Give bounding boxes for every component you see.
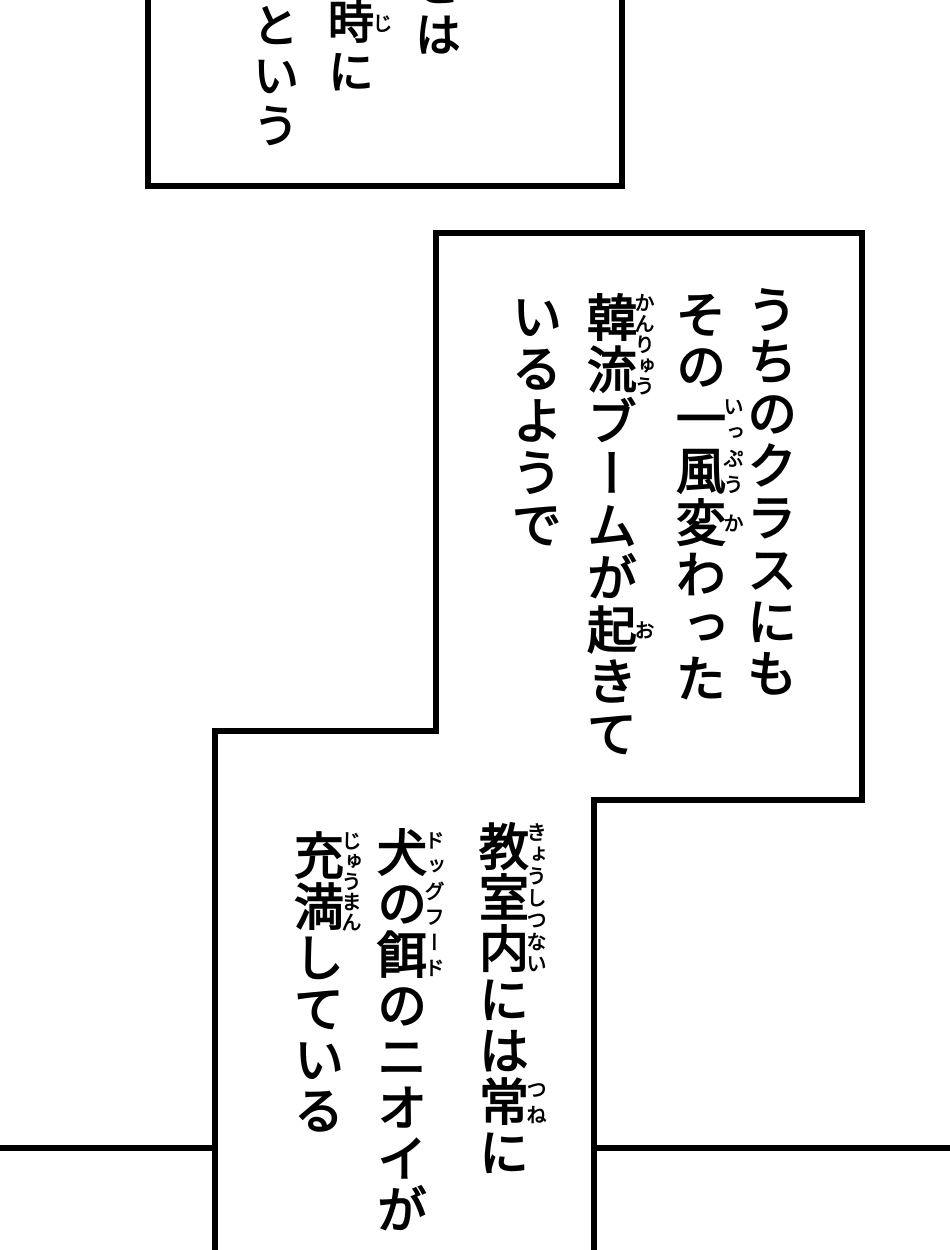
middle-panel-border [212,230,865,1250]
text-column: とは [408,0,462,61]
text-column: うちのクラスにも [739,284,797,700]
text-column: 韓流かんりゅうブームが起おきて [579,292,655,760]
text-column: 教室内きょうしつないには常つねに [471,821,547,1178]
text-column: 時じに [321,0,393,98]
text-column: 充満じゅうまんしている [286,830,362,1136]
text-column: その一風いっぷう変かわった [668,289,744,705]
top-panel-border [145,0,625,189]
text-column: という [246,2,300,152]
text-column: いるようで [504,291,562,551]
text-column: 犬の餌ドッグフードのニオイが [369,827,445,1235]
